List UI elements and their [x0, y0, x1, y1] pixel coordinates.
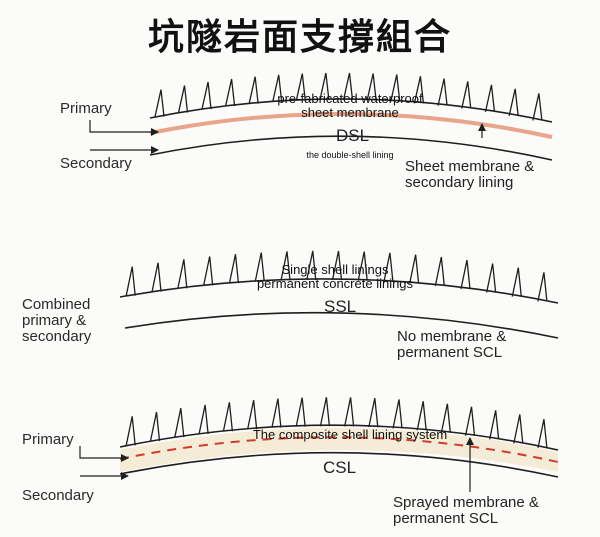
csl-rock-spikes [125, 397, 548, 449]
csl-primary-lining [119, 424, 559, 451]
dsl-panel [89, 72, 553, 161]
csl-spike [149, 411, 161, 442]
ssl-spike [125, 266, 136, 296]
ssl-rock-spikes [125, 250, 548, 302]
csl-spike [537, 419, 548, 449]
csl-spike [125, 416, 136, 446]
ssl-spike [408, 254, 420, 284]
ssl-spike [203, 256, 214, 286]
csl-spike [440, 403, 452, 433]
dsl-secondary-lining [149, 135, 553, 161]
dsl-spike [154, 89, 165, 117]
csl-annotation: The composite shell lining system [252, 427, 448, 442]
csl-spike [198, 404, 209, 435]
ssl-label-line-3: secondary [22, 328, 92, 345]
dsl-description-line-2: secondary lining [405, 174, 514, 191]
ssl-spike [434, 256, 445, 287]
csl-spike [271, 398, 282, 428]
dsl-secondary-label: Secondary [60, 155, 132, 172]
dsl-primary-label: Primary [60, 100, 112, 117]
ssl-abbreviation: SSL [324, 297, 357, 316]
csl-spike [368, 398, 379, 428]
dsl-annotation-line-2: sheet membrane [301, 105, 399, 120]
dsl-spike [201, 81, 212, 110]
ssl-spike [254, 252, 265, 282]
dsl-annotation-line-1: pre-fabricated waterproof [277, 91, 423, 106]
ssl-spike [177, 259, 188, 289]
dsl-spike [366, 73, 377, 101]
dsl-rock-spikes [154, 72, 543, 121]
csl-description-line-2: permanent SCL [393, 510, 499, 527]
csl-secondary-label: Secondary [22, 487, 94, 504]
ssl-spike [228, 254, 240, 284]
csl-spike [247, 400, 258, 430]
ssl-spike [486, 263, 497, 293]
dsl-spike [177, 85, 189, 113]
ssl-lining-outer [119, 278, 559, 304]
dsl-spike [532, 93, 543, 121]
csl-primary-label: Primary [22, 431, 74, 448]
dsl-primary-lining-outer [149, 98, 553, 123]
ssl-annotation-line-1: Single shell linings [281, 262, 389, 277]
csl-spike [489, 410, 500, 440]
dsl-spike [342, 72, 354, 101]
ssl-spike [306, 250, 317, 281]
dsl-spike [437, 78, 448, 106]
dsl-spike [461, 81, 472, 109]
dsl-spike [508, 88, 519, 116]
ssl-lining-inner [124, 311, 559, 339]
dsl-sheet-membrane [149, 111, 553, 139]
ssl-spike [537, 272, 548, 302]
csl-panel [79, 397, 559, 492]
dsl-spike [248, 76, 259, 104]
ssl-annotation-line-2: permanent concrete linings [256, 276, 414, 291]
ssl-spike [331, 250, 343, 281]
csl-sprayed-fill [120, 427, 558, 472]
ssl-label-line-2: primary & [22, 312, 87, 329]
ssl-description-line-1: No membrane & [397, 328, 507, 345]
ssl-spike [151, 262, 162, 292]
ssl-spike [280, 251, 291, 281]
page-title: 坑隧岩面支撐組合 [147, 17, 452, 58]
dsl-spike [319, 72, 330, 101]
csl-description-line-1: Sprayed membrane & [393, 494, 539, 511]
csl-spike [416, 401, 427, 431]
dsl-spike [390, 74, 401, 102]
csl-spike [295, 397, 306, 427]
ssl-spike [460, 259, 471, 290]
dsl-annotation-small: the double-shell lining [306, 150, 394, 160]
ssl-description-line-2: permanent SCL [397, 344, 503, 361]
ssl-panel [119, 250, 559, 339]
ssl-spike [383, 252, 394, 282]
csl-spike [319, 397, 331, 427]
csl-spike [464, 406, 476, 436]
csl-spike [174, 408, 185, 438]
dsl-primary-arrow [89, 120, 159, 136]
dsl-abbreviation: DSL [336, 126, 370, 145]
csl-spike [343, 397, 355, 427]
csl-spike [222, 402, 234, 432]
dsl-description-line-1: Sheet membrane & [405, 158, 535, 175]
dsl-spike [272, 74, 283, 103]
ssl-spike [357, 251, 368, 281]
dsl-spike [413, 76, 425, 104]
csl-spike [513, 414, 524, 444]
dsl-spike [224, 78, 236, 107]
csl-secondary-lining [119, 451, 559, 478]
ssl-label-line-1: Combined [22, 296, 91, 313]
csl-abbreviation: CSL [323, 458, 357, 477]
dsl-spike [484, 84, 496, 112]
ssl-spike [511, 267, 522, 297]
dsl-spike [295, 73, 306, 101]
csl-primary-arrow [79, 446, 129, 462]
csl-spike [392, 399, 403, 429]
